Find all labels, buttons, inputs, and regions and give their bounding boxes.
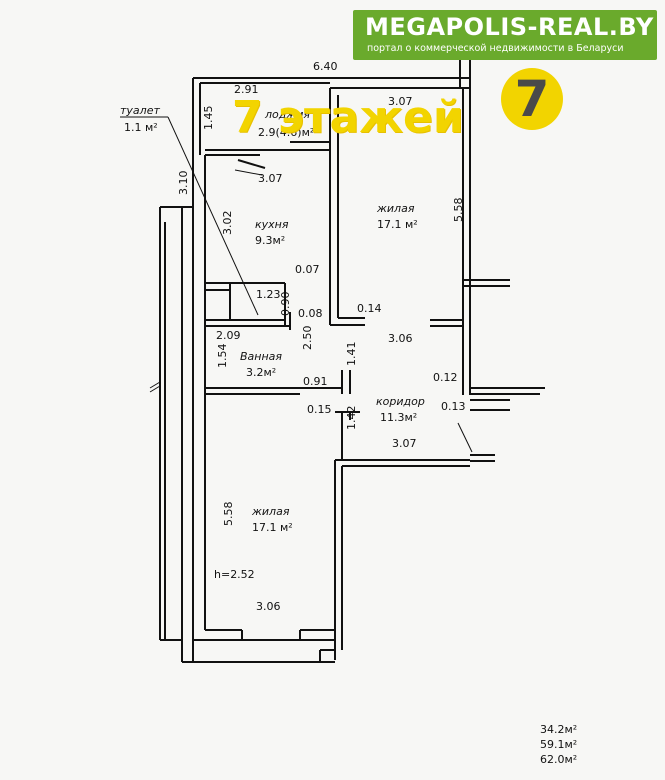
dim-6-40: 6.40 — [313, 60, 338, 73]
dim-1-42: 1.42 — [345, 406, 358, 431]
dim-0-15: 0.15 — [307, 403, 332, 416]
living-bottom-area: 17.1 м² — [252, 521, 293, 534]
dim-0-91: 0.91 — [303, 375, 328, 388]
ceiling-height: h=2.52 — [214, 568, 255, 581]
dim-2-91: 2.91 — [234, 83, 259, 96]
kitchen-area: 9.3м² — [255, 234, 285, 247]
dim-2-09: 2.09 — [216, 329, 241, 342]
dim-0-13: 0.13 — [441, 400, 466, 413]
dim-3-07-top: 3.07 — [388, 95, 413, 108]
toilet-name: туалет — [120, 104, 160, 117]
dim-0-08: 0.08 — [298, 307, 323, 320]
dim-3-10: 3.10 — [177, 171, 190, 196]
dim-0-90: 0.90 — [279, 292, 292, 317]
seven-logo-icon: 7 — [501, 68, 563, 130]
dim-2-50: 2.50 — [301, 326, 314, 351]
bathroom-name: Ванная — [240, 350, 282, 363]
dim-0-14: 0.14 — [357, 302, 382, 315]
loggia-area: 2.9(4.6)м² — [258, 126, 314, 139]
dim-1-45: 1.45 — [202, 106, 215, 131]
dim-1-54: 1.54 — [216, 344, 229, 369]
toilet-area: 1.1 м² — [124, 121, 158, 134]
dim-3-07-kitchen: 3.07 — [258, 172, 283, 185]
bathroom-area: 3.2м² — [246, 366, 276, 379]
total-living: 34.2м² — [540, 723, 578, 736]
dim-5-58-right: 5.58 — [452, 198, 465, 223]
dim-3-07-bottom: 3.07 — [392, 437, 417, 450]
living-top-name: жилая — [376, 202, 415, 215]
walls — [159, 60, 545, 663]
loggia-name: лоджия — [264, 108, 310, 121]
total-overall: 62.0м² — [540, 753, 578, 766]
dim-3-06-mid: 3.06 — [388, 332, 413, 345]
corridor-area: 11.3м² — [380, 411, 417, 424]
area-totals: 34.2м² 59.1м² 62.0м² — [540, 722, 577, 767]
total-general: 59.1м² — [540, 738, 578, 751]
dim-0-07: 0.07 — [295, 263, 320, 276]
corridor-name: коридор — [376, 395, 425, 408]
dim-1-23: 1.23 — [256, 288, 281, 301]
living-top-area: 17.1 м² — [377, 218, 418, 231]
dim-3-06-bottom: 3.06 — [256, 600, 281, 613]
dim-5-58-left: 5.58 — [222, 502, 235, 527]
leader-lines — [120, 116, 473, 453]
dim-3-02: 3.02 — [221, 211, 234, 236]
logo-digit: 7 — [514, 70, 550, 128]
site-tagline: портал о коммерческой недвижимости в Бел… — [367, 43, 624, 54]
site-name: MEGAPOLIS-REAL.BY — [365, 13, 654, 41]
site-banner[interactable]: MEGAPOLIS-REAL.BY портал о коммерческой … — [353, 10, 657, 60]
dim-1-41: 1.41 — [345, 342, 358, 367]
dim-0-12: 0.12 — [433, 371, 458, 384]
floors-overlay: 7 этажей — [232, 92, 464, 143]
living-bottom-name: жилая — [251, 505, 290, 518]
kitchen-name: кухня — [255, 218, 289, 231]
